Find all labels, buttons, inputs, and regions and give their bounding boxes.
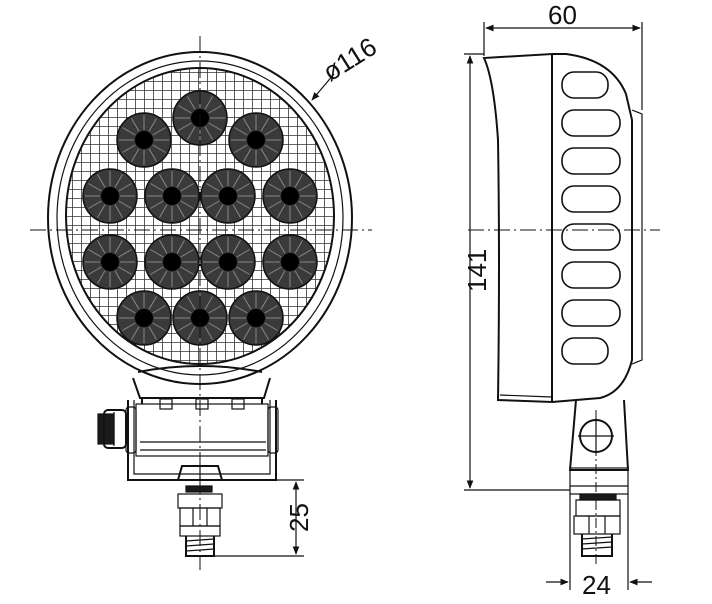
led-emitter (200, 168, 256, 224)
depth-label: 60 (548, 0, 577, 30)
bracket-width-dimension: 24 (546, 494, 652, 600)
heatsink-body (551, 53, 633, 403)
mounting-bracket (125, 400, 279, 481)
led-emitter (228, 112, 284, 168)
front-view: ø116 25 (30, 31, 382, 570)
side-bolt (573, 493, 621, 557)
heatsink-fin (561, 299, 621, 327)
led-emitter (262, 168, 318, 224)
led-emitter (82, 168, 138, 224)
led-emitter (228, 290, 284, 346)
led-emitter (200, 234, 256, 290)
led-emitter (82, 234, 138, 290)
lens-profile (482, 52, 553, 404)
diameter-label: ø116 (317, 31, 382, 87)
led-emitter (144, 234, 200, 290)
led-array (82, 90, 318, 346)
led-emitter (144, 168, 200, 224)
heatsink-fin (561, 185, 621, 213)
height-label: 141 (462, 249, 492, 292)
led-emitter (116, 112, 172, 168)
heatsink-fin (561, 147, 621, 175)
depth-dimension: 60 (483, 0, 643, 110)
heatsink-fin (561, 337, 609, 365)
mount-height-dimension: 25 (214, 479, 314, 557)
led-emitter (116, 290, 172, 346)
side-view: 60 141 24 (462, 0, 660, 600)
mount-height-label: 25 (284, 503, 314, 532)
side-bracket (568, 399, 630, 495)
heatsink-fin (561, 223, 621, 251)
adjustment-knob (97, 409, 127, 449)
bracket-width-label: 24 (582, 570, 611, 600)
heatsink-fin (561, 261, 621, 289)
heatsink-fins (561, 71, 621, 365)
heatsink-fin (561, 109, 621, 137)
heatsink-fin (561, 71, 609, 99)
height-dimension: 141 (462, 53, 570, 491)
housing-base (132, 377, 271, 399)
led-emitter (262, 234, 318, 290)
